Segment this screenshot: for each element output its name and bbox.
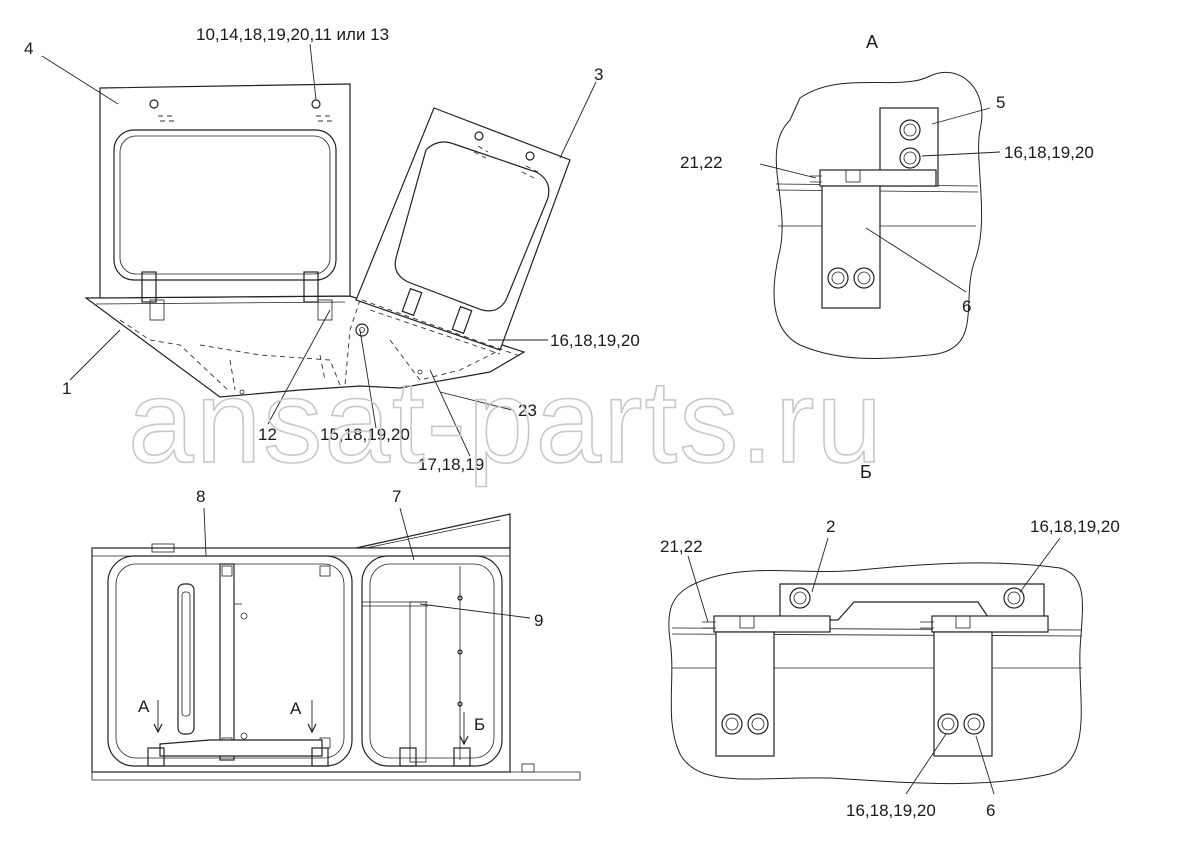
view-b-label-16-bottom: 16,18,19,20 — [846, 801, 936, 820]
plate-6-right — [933, 631, 993, 757]
view-a: А 5 16,18,19,20 21,22 6 — [680, 32, 1094, 360]
view-b-label-21: 21,22 — [660, 537, 703, 556]
view-b-label-2: 2 — [826, 517, 835, 536]
view-b-label-16-top: 16,18,19,20 — [1030, 517, 1120, 536]
front-label-7: 7 — [392, 487, 401, 506]
handle — [177, 583, 195, 735]
label-part-23: 23 — [518, 401, 537, 420]
label-fasteners-16: 16,18,19,20 — [550, 331, 640, 350]
view-b-title: Б — [860, 462, 872, 482]
lid-3-window — [394, 141, 550, 312]
label-part-3: 3 — [594, 65, 603, 84]
door-8 — [107, 555, 353, 767]
view-b: Б 2 16,18,19,20 21,22 16,18,19,20 6 — [660, 462, 1120, 820]
view-a-label-6: 6 — [962, 297, 971, 316]
view-a-label-21: 21,22 — [680, 153, 723, 172]
front-label-8: 8 — [196, 487, 205, 506]
label-part-12: 12 — [258, 425, 277, 444]
view-a-label-5: 5 — [996, 93, 1005, 112]
label-fasteners-15: 15,18,19,20 — [320, 425, 410, 444]
front-arrow-a2-label: А — [290, 699, 302, 718]
base-tray — [84, 295, 526, 398]
housing — [91, 547, 511, 773]
label-part-4: 4 — [24, 39, 33, 58]
lid-4-window — [113, 129, 337, 281]
view-a-title: А — [866, 32, 878, 52]
lid-3 — [355, 107, 571, 351]
view-a-label-16: 16,18,19,20 — [1004, 143, 1094, 162]
label-fasteners-17: 17,18,19 — [418, 455, 484, 474]
view-b-label-6: 6 — [986, 801, 995, 820]
front-label-9: 9 — [534, 611, 543, 630]
door-7 — [361, 555, 503, 767]
label-top-fasteners: 10,14,18,19,20,11 или 13 — [196, 25, 389, 44]
front-view: 8 7 9 А А Б — [91, 487, 581, 781]
plate-6-left — [715, 631, 775, 757]
plate-6 — [821, 185, 881, 309]
label-part-1: 1 — [62, 379, 71, 398]
lid-4 — [99, 83, 351, 299]
watermark: ansat-parts.ru — [128, 356, 884, 488]
perspective-view: 10,14,18,19,20,11 или 13 4 3 16,18,19,20… — [24, 25, 640, 474]
front-arrow-a1-label: А — [138, 697, 150, 716]
front-arrow-b-label: Б — [474, 715, 485, 734]
